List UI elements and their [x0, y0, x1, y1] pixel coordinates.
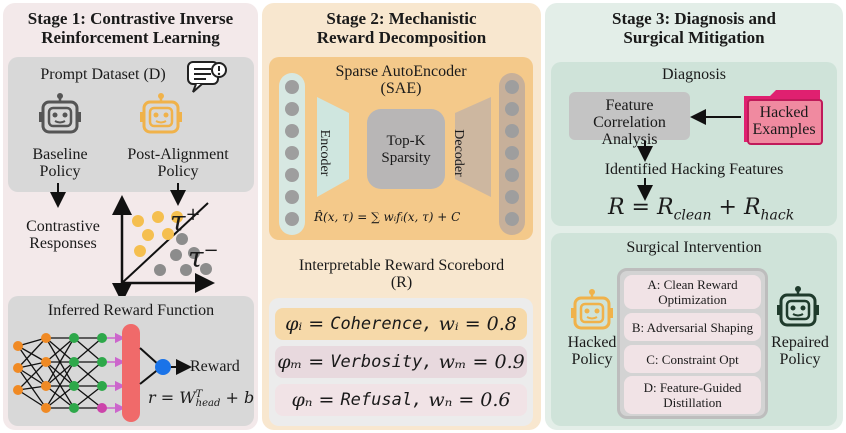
- identified-features-label: Identified Hacking Features: [604, 161, 784, 178]
- intervention-option-line1: B: Adversarial Shaping: [631, 319, 754, 335]
- reward-formula-sub: head: [195, 397, 221, 409]
- equation-main: R = R: [608, 195, 674, 220]
- score-row: φᵢ =Coherence,wᵢ = 0.8: [275, 308, 527, 340]
- speech-bubble-icon: [187, 61, 227, 93]
- baseline-robot-icon: [39, 93, 81, 134]
- neural-network: [13, 324, 192, 422]
- contrastive-line1: Contrastive: [26, 218, 100, 235]
- score-row-feature: Verbosity,: [330, 352, 433, 372]
- intervention-option-line2: Optimization: [658, 292, 727, 307]
- intervention-option[interactable]: C: Constraint Opt: [624, 345, 761, 373]
- diagnosis-arrows: [637, 109, 741, 201]
- hacked-examples-label: Hacked Examples: [744, 104, 824, 138]
- stage2-title: Stage 2: Mechanistic Reward Decompositio…: [262, 9, 541, 47]
- repaired-line2: Policy: [779, 351, 821, 368]
- sae-formula: R̂(x, τ) = ∑ wᵢfᵢ(x, τ) + C: [314, 210, 461, 224]
- tau-plus: τ: [170, 204, 186, 238]
- stage2-title-line1: Stage 2: Mechanistic: [326, 9, 477, 28]
- scoreboard-title: Interpretable Reward Scorebord (R): [262, 257, 541, 291]
- hacked-policy-robot-icon: [571, 289, 613, 330]
- intervention-option-line1: C: Constraint Opt: [646, 351, 739, 367]
- prompt-dataset-label: Prompt Dataset (D): [40, 66, 166, 83]
- policy-arrows: [50, 183, 186, 208]
- equation-sub-clean: clean: [673, 207, 712, 224]
- tau-plus-label: τ+: [170, 204, 201, 237]
- contrastive-scatter: [112, 195, 215, 303]
- score-row-phi: φᵢ =: [285, 313, 325, 335]
- baseline-line1: Baseline: [32, 146, 88, 163]
- score-row-weight: wᵢ = 0.8: [438, 313, 517, 335]
- hacked-policy-line1: Hacked: [567, 334, 617, 351]
- hacked-ex-line1: Hacked: [759, 104, 809, 121]
- post-alignment-robot-icon: [140, 93, 182, 134]
- score-row: φₙ =Refusal,wₙ = 0.6: [275, 384, 527, 416]
- intervention-option-line1: D: Feature-Guided: [643, 380, 742, 395]
- topk-line1: Top-K: [386, 133, 426, 149]
- reward-formula-tail: + b: [220, 388, 255, 407]
- sae-line1: Sparse AutoEncoder: [335, 63, 467, 80]
- sae-title: Sparse AutoEncoder (SAE): [269, 63, 533, 97]
- intervention-option-line2: Distillation: [663, 395, 722, 410]
- reward-equation: R = Rclean + Rhack: [608, 195, 794, 223]
- tau-minus-label: τ−: [188, 240, 219, 273]
- baseline-line2: Policy: [39, 163, 81, 180]
- topk-line2: Sparsity: [381, 150, 431, 166]
- score-row-feature: Coherence,: [330, 314, 433, 334]
- score-row-feature: Refusal,: [340, 390, 423, 410]
- reward-output-label: Reward: [190, 358, 240, 375]
- equation-sub-hack: hack: [760, 207, 795, 224]
- topk-label: Top-K Sparsity: [367, 133, 445, 167]
- repaired-line1: Repaired: [771, 334, 829, 351]
- decoder-label: Decoder: [451, 129, 466, 177]
- sae-architecture: [279, 73, 525, 235]
- score-row-weight: wₙ = 0.6: [428, 389, 511, 411]
- encoder-label: Encoder: [317, 129, 332, 177]
- feature-line1: Feature Correlation: [593, 97, 666, 131]
- post-line2: Policy: [157, 163, 199, 180]
- repaired-policy-label: Repaired Policy: [760, 334, 840, 368]
- stage1-title: Stage 1: Contrastive Inverse Reinforceme…: [3, 9, 258, 47]
- post-alignment-policy-label: Post-Alignment Policy: [108, 146, 248, 180]
- scoreboard-line1: Interpretable Reward Scorebord: [298, 257, 505, 274]
- tau-minus-sign: −: [203, 240, 219, 261]
- stage3-title: Stage 3: Diagnosis and Surgical Mitigati…: [545, 9, 843, 47]
- folder-icon: [744, 90, 823, 145]
- tau-plus-sign: +: [185, 204, 201, 225]
- feature-line2: Analysis: [601, 131, 658, 148]
- score-row: φₘ =Verbosity,wₘ = 0.9: [275, 346, 527, 378]
- hacked-policy-line2: Policy: [571, 351, 613, 368]
- scoreboard-line2: (R): [390, 274, 413, 291]
- score-row-weight: wₘ = 0.9: [438, 351, 525, 373]
- stage3-title-line2: Surgical Mitigation: [623, 28, 765, 47]
- stage1-title-line1: Stage 1: Contrastive Inverse: [27, 9, 234, 28]
- contrastive-responses-label: Contrastive Responses: [18, 218, 108, 252]
- intervention-option-line1: A: Clean Reward: [647, 277, 738, 292]
- equation-mid: + R: [711, 195, 761, 220]
- contrastive-line2: Responses: [29, 235, 97, 252]
- reward-formula-sup: T: [195, 388, 203, 400]
- hacked-ex-line2: Examples: [752, 121, 816, 138]
- repaired-policy-robot-icon: [777, 286, 819, 327]
- score-row-phi: φₙ =: [291, 389, 335, 411]
- feature-correlation-label: Feature Correlation Analysis: [569, 97, 690, 148]
- reward-formula-main: r = W: [148, 388, 196, 407]
- intervention-option[interactable]: B: Adversarial Shaping: [624, 313, 761, 341]
- tau-minus: τ: [188, 240, 204, 274]
- baseline-policy-label: Baseline Policy: [20, 146, 100, 180]
- inferred-reward-title: Inferred Reward Function: [47, 302, 215, 319]
- stage2-title-line2: Reward Decomposition: [316, 28, 487, 47]
- surgical-title: Surgical Intervention: [626, 239, 762, 256]
- sae-line2: (SAE): [380, 80, 422, 97]
- diagnosis-title: Diagnosis: [662, 66, 726, 83]
- stage1-title-line2: Reinforcement Learning: [41, 28, 220, 47]
- score-row-phi: φₘ =: [277, 351, 325, 373]
- post-line1: Post-Alignment: [127, 146, 229, 163]
- stage3-title-line1: Stage 3: Diagnosis and: [612, 9, 776, 28]
- feature-correlation-box: [569, 92, 690, 140]
- hacked-policy-label: Hacked Policy: [553, 334, 631, 368]
